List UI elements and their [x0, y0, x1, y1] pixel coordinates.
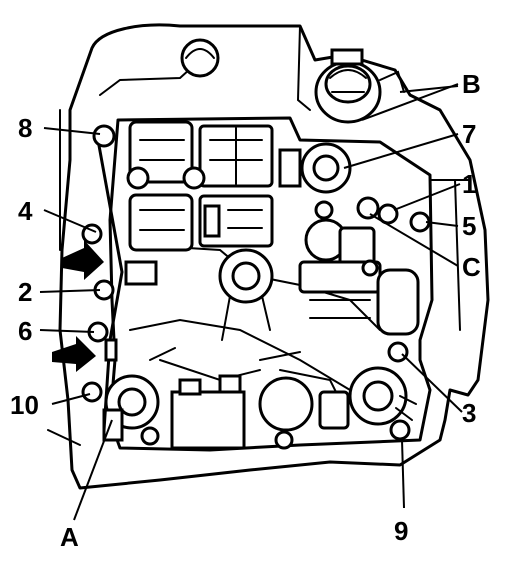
lower-components	[149, 347, 350, 450]
callout-8: 8	[18, 113, 32, 143]
bolt-3	[387, 341, 409, 363]
right-side-bodies	[298, 196, 420, 336]
callout-labels: 8 4 2 6 10 A B 7 1 5 C 3 9	[10, 69, 481, 552]
bolt-misc-c	[361, 259, 379, 277]
center-solenoid	[218, 248, 274, 341]
link-rod	[96, 138, 124, 432]
solenoid-block-lower	[124, 193, 274, 286]
callout-C: C	[462, 252, 481, 282]
callout-B: B	[462, 69, 481, 99]
leader-lines	[39, 83, 463, 521]
callout-5: 5	[462, 211, 476, 241]
callout-10: 10	[10, 390, 39, 420]
top-dome	[180, 38, 220, 78]
arrow-upper-icon	[62, 240, 104, 280]
bolt-4	[81, 223, 103, 245]
bolt-1	[377, 203, 399, 225]
direction-arrows	[52, 240, 104, 372]
lower-right-solenoid	[348, 366, 417, 426]
arrow-lower-icon	[52, 336, 96, 372]
bolt-misc-b	[274, 430, 294, 450]
solenoid-7	[278, 142, 352, 220]
callout-A: A	[60, 522, 79, 552]
callout-6: 6	[18, 316, 32, 346]
callout-2: 2	[18, 277, 32, 307]
bolt-10	[81, 381, 103, 403]
callout-1: 1	[462, 169, 476, 199]
callout-9: 9	[394, 516, 408, 546]
solenoid-B	[314, 48, 405, 124]
bolt-9	[389, 419, 411, 441]
callout-4: 4	[18, 196, 33, 226]
bolts	[81, 124, 431, 450]
callout-3: 3	[462, 398, 476, 428]
callout-7: 7	[462, 119, 476, 149]
bolt-misc-a	[140, 426, 160, 446]
solenoid-block-upper	[126, 120, 274, 190]
bolt-8	[92, 124, 116, 148]
